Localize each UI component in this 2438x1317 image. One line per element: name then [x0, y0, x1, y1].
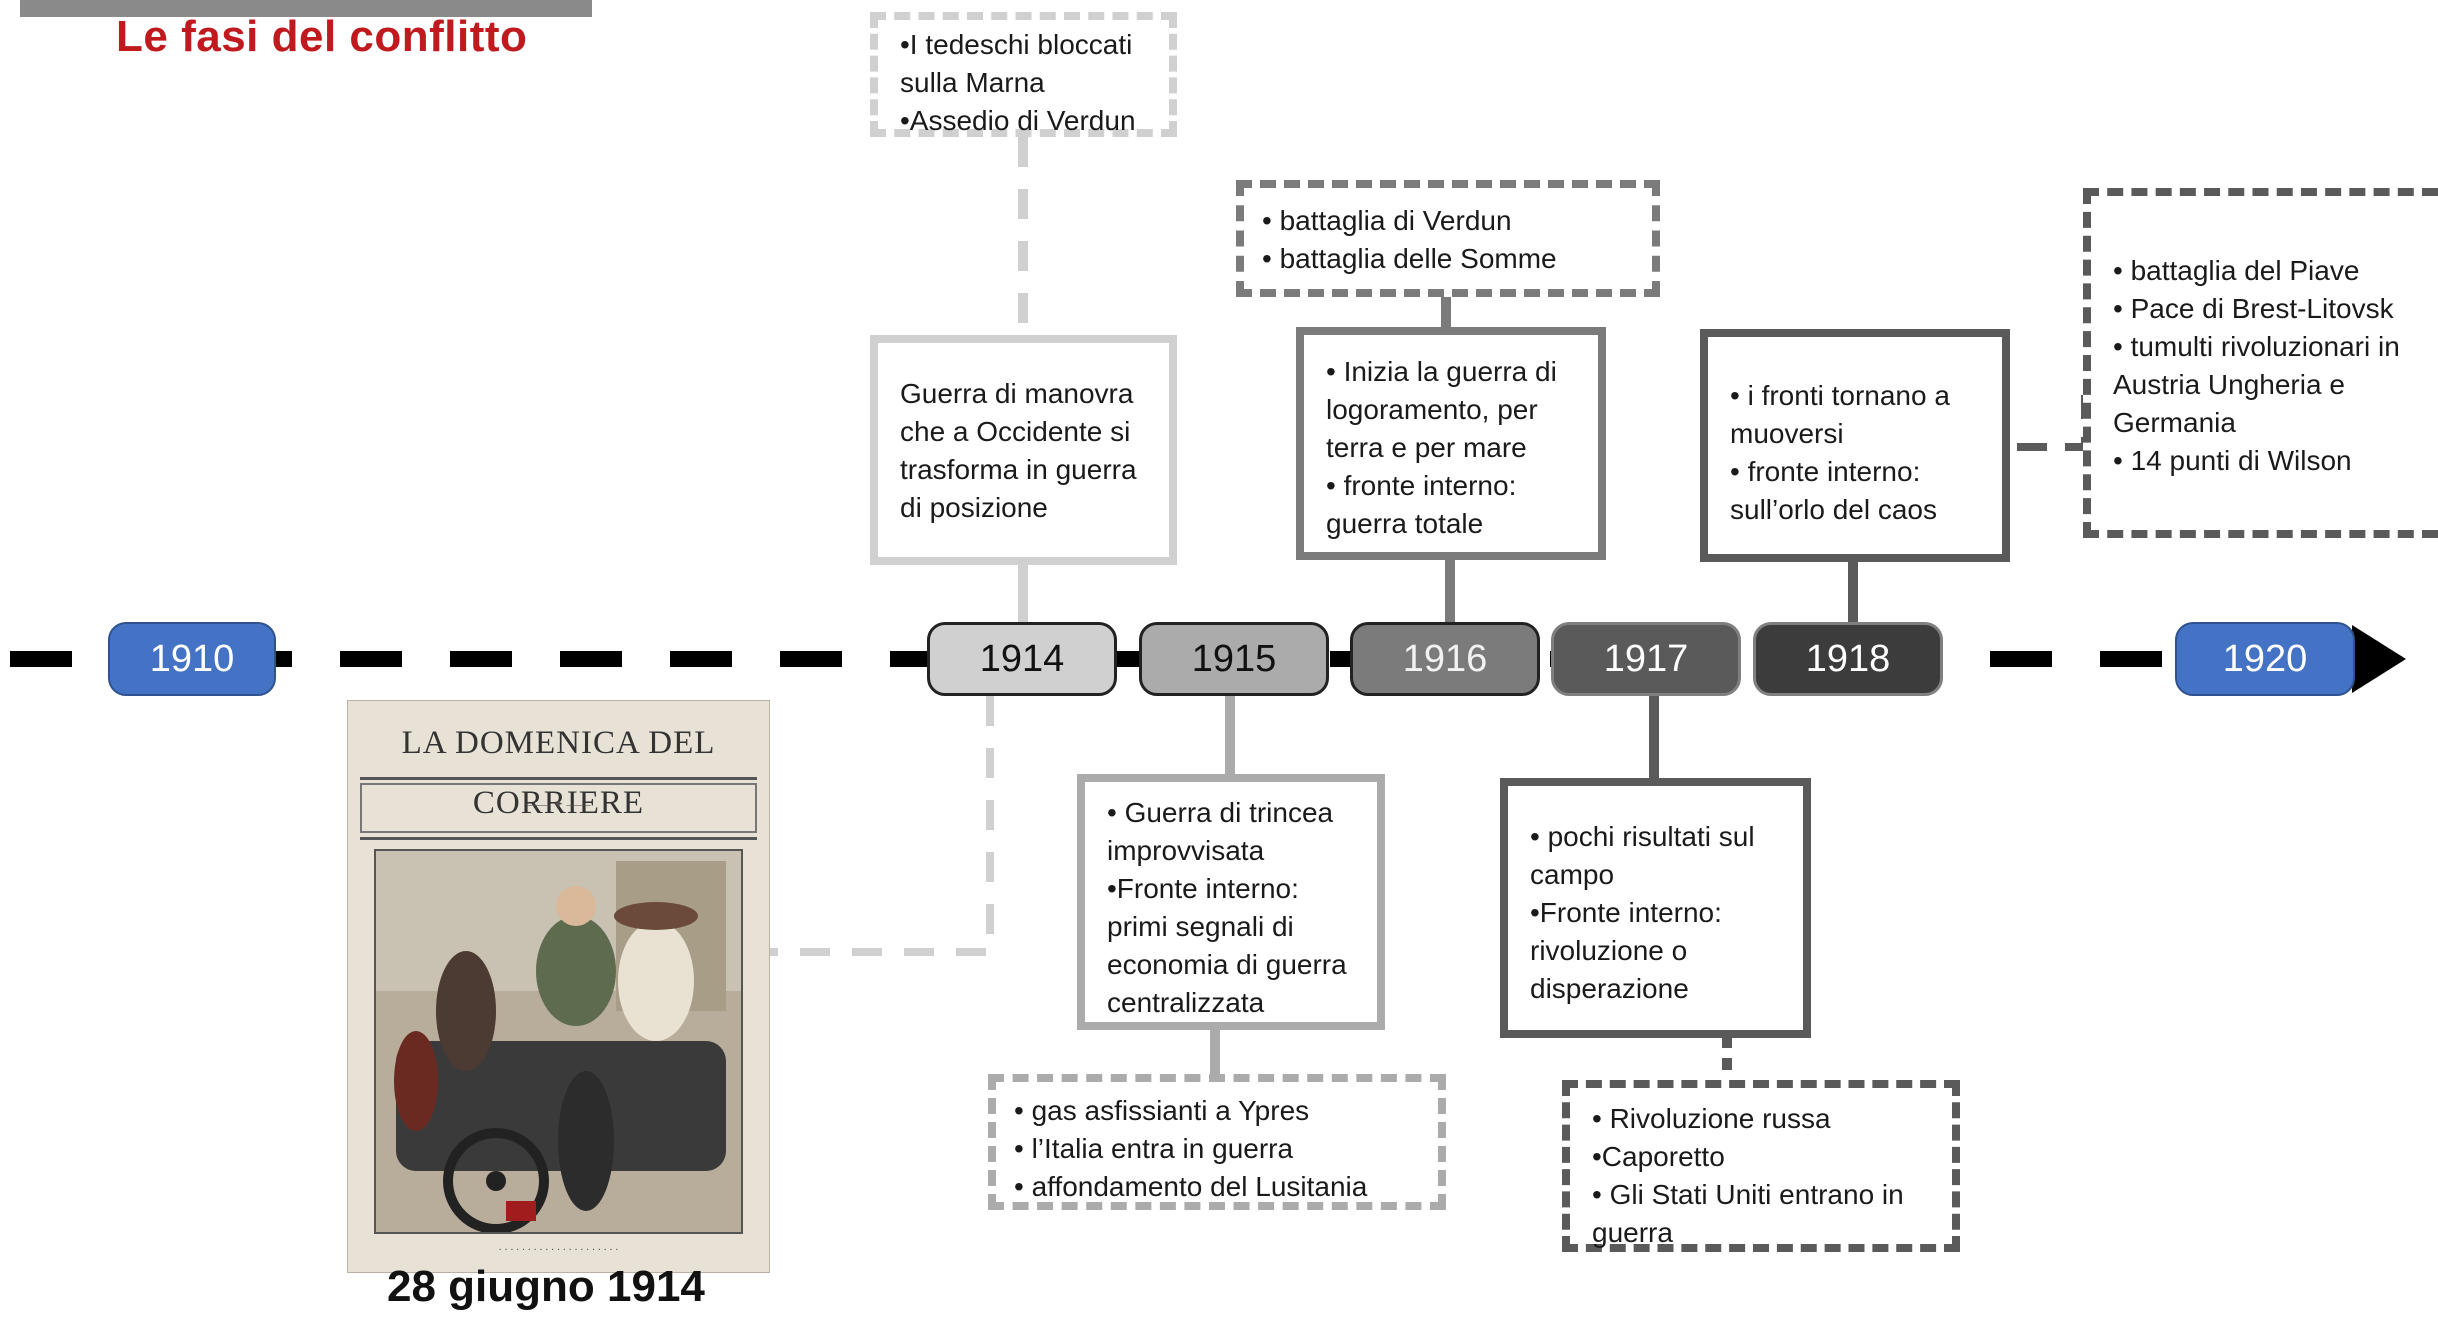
divider: —— ✦ —— — [526, 797, 591, 811]
event-line: • tumulti rivoluzionari in — [2113, 331, 2400, 362]
event-line: che a Occidente si — [900, 416, 1131, 447]
event-line: • l’Italia entra in guerra — [1014, 1133, 1294, 1164]
page-title: Le fasi del conflitto — [116, 12, 528, 61]
event-line: • affondamento del Lusitania — [1014, 1171, 1368, 1202]
event-line: • Gli Stati Uniti entrano in — [1592, 1179, 1904, 1210]
illustration-drawing — [376, 851, 741, 1232]
event-1914-above: •I tedeschi bloccati sulla Marna •Assedi… — [870, 12, 1177, 137]
event-line: •Fronte interno: — [1107, 873, 1299, 904]
event-line: Guerra di manovra — [900, 378, 1134, 409]
event-line: guerra totale — [1326, 508, 1484, 539]
newspaper-cover-image: LA DOMENICA DEL CORRIERE —— ✦ —— · · · ·… — [347, 700, 770, 1273]
event-line: muoversi — [1730, 418, 1844, 449]
event-line: rivoluzione o — [1530, 935, 1688, 966]
year-1918: 1918 — [1753, 622, 1943, 696]
event-line: • Pace di Brest-Litovsk — [2113, 293, 2394, 324]
year-1917: 1917 — [1551, 622, 1741, 696]
event-1918-main: • i fronti tornano a muoversi • fronte i… — [1700, 329, 2010, 562]
event-line: • battaglia di Verdun — [1262, 205, 1512, 236]
event-1917-main: • pochi risultati sul campo •Fronte inte… — [1500, 778, 1811, 1038]
year-1916: 1916 — [1350, 622, 1540, 696]
event-line: economia di guerra — [1107, 949, 1347, 980]
date-caption: 28 giugno 1914 — [387, 1262, 705, 1311]
year-1910: 1910 — [108, 622, 276, 696]
year-1914: 1914 — [927, 622, 1117, 696]
event-line: • pochi risultati sul — [1530, 821, 1755, 852]
newspaper-illustration — [374, 849, 743, 1234]
event-1918-right: • battaglia del Piave • Pace di Brest-Li… — [2083, 188, 2438, 538]
event-line: primi segnali di — [1107, 911, 1294, 942]
event-line: Germania — [2113, 407, 2236, 438]
event-line: Austria Ungheria e — [2113, 369, 2345, 400]
timeline-arrowhead — [2352, 625, 2406, 693]
event-line: centralizzata — [1107, 987, 1265, 1018]
event-line: guerra — [1592, 1217, 1673, 1248]
event-1916-main: • Inizia la guerra di logoramento, per t… — [1296, 327, 1606, 560]
year-1920: 1920 — [2175, 622, 2355, 696]
header-bar — [20, 0, 592, 17]
connector-1918-right — [2017, 395, 2089, 451]
event-line: • 14 punti di Wilson — [2113, 445, 2352, 476]
event-1915-below: • gas asfissianti a Ypres • l’Italia ent… — [988, 1074, 1446, 1210]
event-line: • gas asfissianti a Ypres — [1014, 1095, 1310, 1126]
divider — [360, 777, 757, 780]
connector-1914-newspaper — [770, 696, 994, 956]
event-1916-above: • battaglia di Verdun • battaglia delle … — [1236, 180, 1660, 297]
event-line: • Rivoluzione russa — [1592, 1103, 1831, 1134]
divider — [360, 837, 757, 840]
event-line: • battaglia del Piave — [2113, 255, 2360, 286]
event-line: •I tedeschi bloccati — [900, 29, 1133, 60]
newspaper-masthead: LA DOMENICA DEL CORRIERE — [401, 725, 716, 821]
event-line: • fronte interno: — [1730, 456, 1921, 487]
event-line: terra e per mare — [1326, 432, 1527, 463]
event-1914-main: Guerra di manovra che a Occidente si tra… — [870, 335, 1177, 565]
year-1915: 1915 — [1139, 622, 1329, 696]
event-1917-below: • Rivoluzione russa •Caporetto • Gli Sta… — [1562, 1080, 1960, 1252]
event-line: •Assedio di Verdun — [900, 105, 1136, 136]
event-line: • i fronti tornano a — [1730, 380, 1950, 411]
event-line: •Fronte interno: — [1530, 897, 1722, 928]
event-line: di posizione — [900, 492, 1048, 523]
event-line: •Caporetto — [1592, 1141, 1725, 1172]
newspaper-subheader: —— ✦ —— — [360, 783, 757, 833]
event-line: • Inizia la guerra di — [1326, 356, 1557, 387]
event-1915-main: • Guerra di trincea improvvisata •Fronte… — [1077, 774, 1385, 1030]
event-line: campo — [1530, 859, 1615, 890]
event-line: disperazione — [1530, 973, 1689, 1004]
event-line: • fronte interno: — [1326, 470, 1517, 501]
event-line: • battaglia delle Somme — [1262, 243, 1557, 274]
event-line: improvvisata — [1107, 835, 1265, 866]
newspaper-small-caption: · · · · · · · · · · · · · · · · · · · · … — [498, 1245, 619, 1256]
event-line: • Guerra di trincea — [1107, 797, 1334, 828]
event-line: sull’orlo del caos — [1730, 494, 1937, 525]
event-line: sulla Marna — [900, 67, 1045, 98]
event-line: trasforma in guerra — [900, 454, 1137, 485]
event-line: logoramento, per — [1326, 394, 1538, 425]
